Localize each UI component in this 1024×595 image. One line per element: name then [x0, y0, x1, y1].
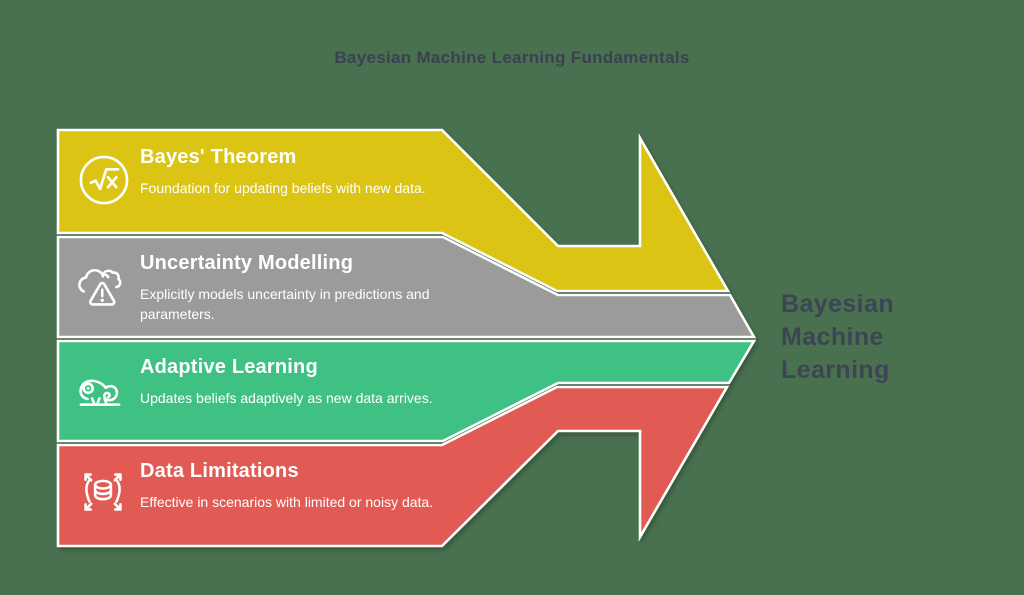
cloud-warning-icon: [73, 260, 127, 314]
band-title: Data Limitations: [140, 460, 299, 482]
band-shape-bayes-theorem: [56, 128, 731, 293]
band-shape-data-limitations: [56, 385, 730, 548]
band-adaptive-learning: Adaptive Learning Updates beliefs adapti…: [140, 356, 460, 408]
band-description: Effective in scenarios with limited or n…: [140, 494, 434, 510]
result-label: Bayesian Machine Learning: [781, 288, 894, 387]
band-bayes-theorem: Bayes' Theorem Foundation for updating b…: [140, 146, 460, 198]
sqrt-x-icon: [77, 153, 131, 207]
chameleon-icon: [73, 363, 127, 417]
result-line-2: Machine: [781, 323, 884, 351]
band-shape-adaptive-learning: [56, 339, 757, 443]
band-title: Uncertainty Modelling: [140, 252, 354, 274]
band-uncertainty-modelling: Uncertainty Modelling Explicitly models …: [140, 252, 460, 324]
band-data-limitations: Data Limitations Effective in scenarios …: [140, 460, 460, 512]
band-title: Adaptive Learning: [140, 356, 318, 378]
database-expand-icon: [76, 465, 130, 519]
band-shape-uncertainty-modelling: [56, 235, 757, 339]
band-description: Updates beliefs adaptively as new data a…: [140, 390, 433, 406]
band-description: Foundation for updating beliefs with new…: [140, 180, 426, 196]
result-line-1: Bayesian: [781, 290, 894, 318]
band-title: Bayes' Theorem: [140, 146, 297, 168]
result-line-3: Learning: [781, 356, 890, 384]
band-description: Explicitly models uncertainty in predict…: [140, 286, 430, 322]
page-title: Bayesian Machine Learning Fundamentals: [334, 48, 690, 67]
